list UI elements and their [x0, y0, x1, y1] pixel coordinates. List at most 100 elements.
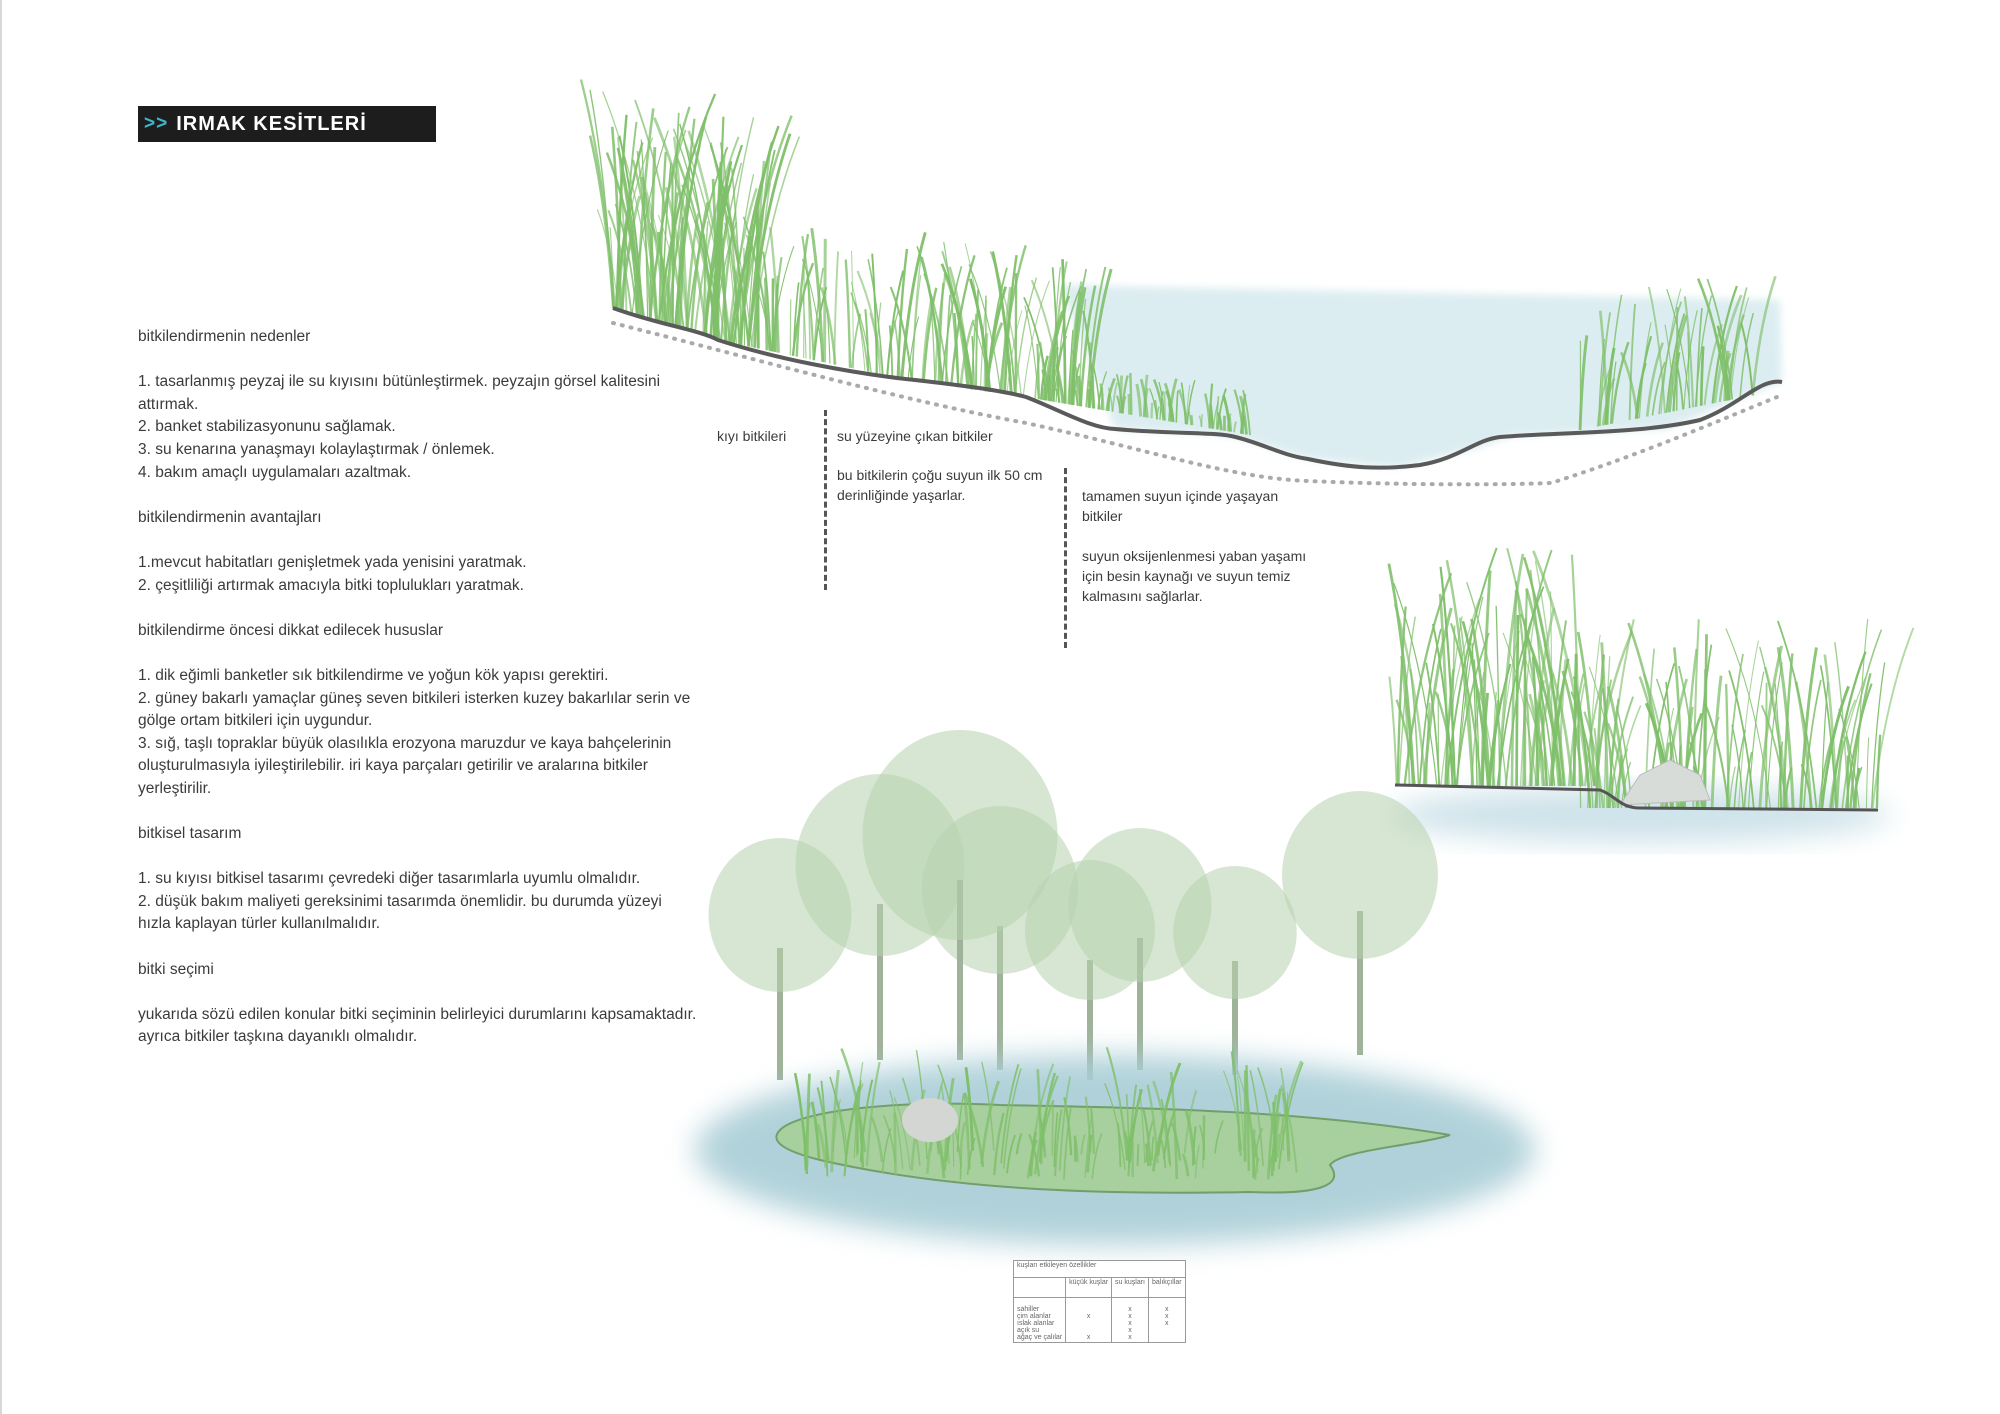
label-submerged-desc: suyun oksijenlenmesi yaban yaşamı için b… [1082, 548, 1307, 604]
grass-blade [941, 266, 963, 385]
grass-blade [865, 1061, 881, 1167]
grass-blade [1672, 352, 1681, 412]
tree-canopy [1173, 866, 1297, 999]
grass-blade [668, 164, 691, 326]
grass-blade [1729, 297, 1750, 400]
grass-blade [991, 251, 1013, 396]
grass-blade [1728, 670, 1755, 809]
grass-blade [1180, 382, 1187, 425]
grass-blade [1091, 1133, 1103, 1180]
heading-design: bitkisel tasarım [138, 825, 242, 843]
grass-blade [1028, 1063, 1055, 1173]
grass-blade [1233, 421, 1237, 433]
grass-blade [1249, 1070, 1264, 1166]
grass-blade [1647, 286, 1666, 414]
grass-blade [1723, 350, 1730, 402]
pond-illustration [695, 730, 1535, 1245]
row-label: ıslak alanlar [1017, 1320, 1055, 1327]
grass-blade [1609, 361, 1617, 424]
grass-blade [1586, 634, 1601, 809]
section-title-bar: >> IRMAK KESİTLERİ [138, 106, 436, 142]
grass-blade [1216, 388, 1227, 430]
ground-line [612, 306, 1783, 470]
grass-blade [1105, 1047, 1128, 1156]
grass-blade [1739, 312, 1755, 399]
cell: x [1128, 1334, 1132, 1341]
grass-blade [1217, 412, 1223, 431]
grass-blade [1471, 642, 1478, 787]
grass-blade [1156, 1062, 1182, 1156]
tree-canopy [862, 730, 1058, 940]
grass-blade [864, 309, 870, 372]
cell: x [1165, 1313, 1169, 1320]
grass-blade [1666, 289, 1691, 409]
grass-blade [1841, 629, 1883, 809]
grass-blade [893, 1112, 897, 1176]
grass-blade [1747, 671, 1765, 809]
grass-blade [1703, 323, 1723, 406]
grass-blade [870, 1116, 884, 1163]
water-shadow [1390, 787, 1890, 843]
grass-blade [900, 232, 927, 379]
grass-blade [962, 1092, 971, 1170]
grass-blade [1240, 393, 1247, 434]
grass-blade [1502, 632, 1537, 787]
river-cross-section [579, 79, 1784, 487]
grass-blade [648, 147, 657, 320]
grass-blade [1496, 586, 1545, 787]
grass-blade [1497, 553, 1525, 787]
row-label: çim alanlar [1017, 1313, 1051, 1320]
grass-blade [844, 259, 852, 368]
grass-blade [1077, 375, 1083, 407]
grass-blade [1779, 745, 1782, 809]
grass-blade [1085, 266, 1107, 408]
page-edge [0, 0, 2, 1414]
grass-blade [844, 1083, 864, 1163]
grass-blade [1466, 581, 1508, 787]
grass-blade [968, 264, 1002, 394]
grass-blade [1135, 383, 1143, 417]
grass-blade [1601, 688, 1614, 809]
grass-blade [959, 1121, 967, 1153]
grass-blade [1728, 766, 1736, 809]
bird-features-table: kuşları etkileyen özellikler küçük kuşla… [1012, 1260, 1186, 1343]
grass-blade [1828, 699, 1856, 809]
grass-blade [1175, 390, 1179, 423]
grass-blade [1203, 393, 1212, 429]
cell: x [1128, 1313, 1132, 1320]
grass-blade [1588, 666, 1620, 809]
precaution-item: 2. güney bakarlı yamaçlar güneş seven bi… [138, 689, 691, 730]
grass-blade [1395, 699, 1416, 787]
grass-blade [676, 217, 685, 328]
grass-blade [1525, 588, 1561, 787]
grass-blade [1143, 387, 1149, 418]
grass-blade [1028, 1133, 1041, 1177]
grass-blade [1713, 294, 1743, 404]
grass-blade [802, 296, 807, 359]
grass-blade [1194, 1144, 1200, 1179]
grass-blade [1645, 342, 1664, 417]
grass-blade [1577, 724, 1582, 809]
grass-blade [1638, 322, 1652, 419]
grass-blade [1608, 696, 1635, 809]
grass-blade [1044, 295, 1071, 401]
grass-blade [916, 245, 944, 385]
row-label: açık su [1017, 1327, 1040, 1334]
grass-blade [833, 251, 839, 365]
grass-blade [1158, 381, 1166, 421]
grass-blade [724, 222, 738, 344]
design-item: 2. düşük bakım maliyeti gereksinimi tasa… [138, 892, 662, 933]
grass-blade [1276, 1060, 1303, 1158]
grass-blade [1495, 605, 1501, 787]
grass-blade [739, 141, 774, 345]
grass-blade [966, 1137, 976, 1175]
grass-blade [1115, 374, 1124, 414]
grass-blade [867, 259, 884, 375]
grass-blade [709, 142, 742, 345]
grass-blade [685, 213, 700, 331]
grass-blade [1865, 737, 1870, 809]
grass-blade [1222, 394, 1232, 432]
grass-blade [616, 203, 633, 310]
grass-blade [1578, 335, 1589, 431]
